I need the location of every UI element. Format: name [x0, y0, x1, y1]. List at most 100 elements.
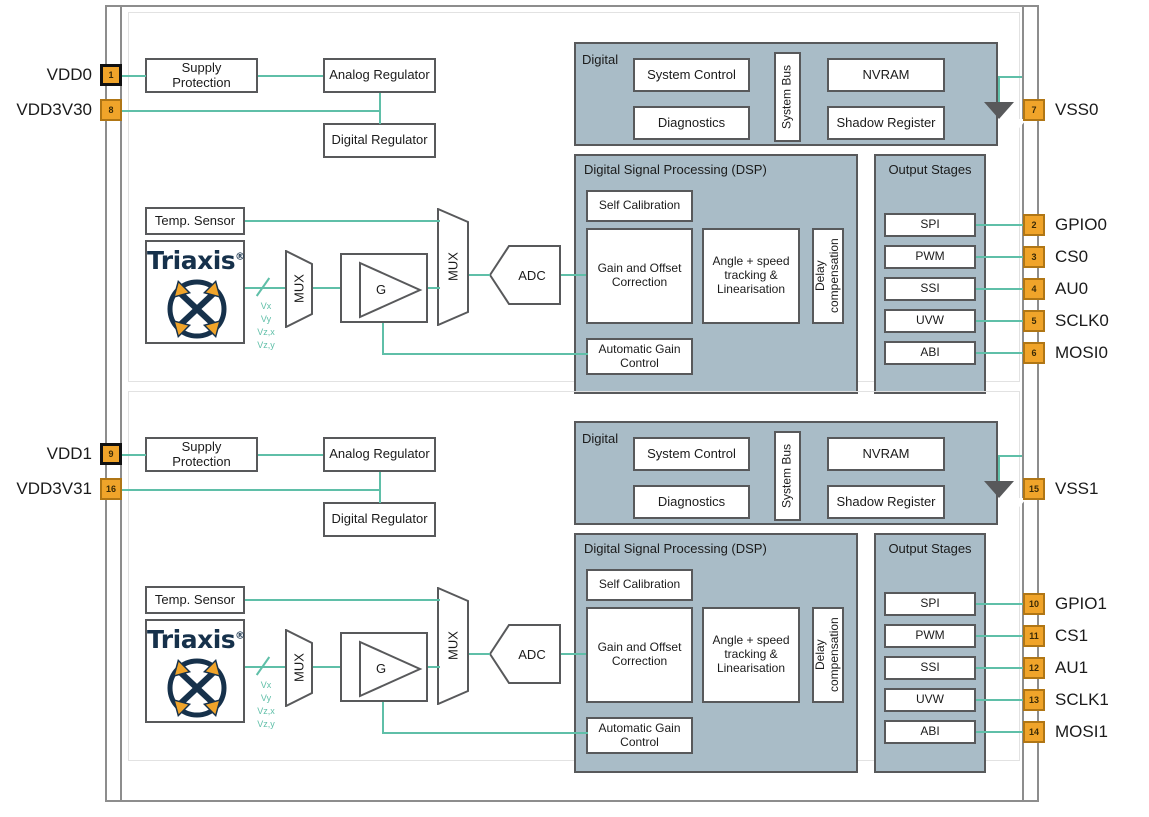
- channel-0-temp-sensor: Temp. Sensor: [145, 207, 245, 235]
- registered-trademark-icon: ®: [235, 630, 245, 642]
- channel-0-gain-offset-box: Gain and Offset Correction: [586, 228, 693, 324]
- channel-0-pin-7[interactable]: 7: [1023, 99, 1045, 121]
- channel-1-output-stage-abi: ABI: [884, 720, 976, 744]
- channel-1-pin-11[interactable]: 11: [1023, 625, 1045, 647]
- channel-1-amplifier-gain-label: G: [376, 661, 387, 676]
- channel-1-pin-14[interactable]: 14: [1023, 721, 1045, 743]
- channel-1-wire-areg-to-dreg: [379, 472, 381, 503]
- channel-0-wire-uvw-to-pin: [976, 320, 1023, 322]
- channel-0-wire-vdd3v3: [121, 110, 381, 112]
- channel-0-wire-pwm-to-pin: [976, 256, 1023, 258]
- pin-rail-right: [1022, 5, 1024, 802]
- channel-1-pin-16[interactable]: 16: [100, 478, 122, 500]
- channel-0-pin-label-VDD0: VDD0: [46, 65, 92, 84]
- channel-0-analog-regulator: Analog Regulator: [323, 58, 436, 93]
- channel-0-mux-2-label: MUX: [445, 252, 461, 282]
- channel-1-adc-block: ADC: [488, 624, 561, 684]
- channel-1-angle-speed-box: Angle + speed tracking & Linearisation: [702, 607, 800, 703]
- channel-1-pin-12[interactable]: 12: [1023, 657, 1045, 679]
- channel-0-wire-areg-to-dreg: [379, 93, 381, 124]
- channel-0-triaxis-sensor-block: Triaxis®: [145, 240, 245, 344]
- channel-0-signal-name: Vz,x: [257, 327, 275, 338]
- channel-0-pin-label-CS0: CS0: [1055, 247, 1089, 266]
- channel-0-pin-label-VSS0: VSS0: [1055, 100, 1099, 119]
- channel-1-digital-panel-title: Digital: [582, 431, 619, 446]
- channel-1-supply-protection: Supply Protection: [145, 437, 258, 472]
- channel-0-pin-4[interactable]: 4: [1023, 278, 1045, 300]
- channel-0-delay-compensation-box: Delay compensation: [812, 228, 844, 324]
- channel-0-pin-3[interactable]: 3: [1023, 246, 1045, 268]
- channel-1-pin-label-VDD3V31: VDD3V31: [16, 479, 92, 498]
- channel-1-wire-temp-to-mux2: [245, 599, 440, 601]
- channel-0-output-stage-uvw: UVW: [884, 309, 976, 333]
- channel-1-output-stage-spi: SPI: [884, 592, 976, 616]
- channel-0-pin-label-AU0: AU0: [1055, 279, 1089, 298]
- channel-1-mux-1-label: MUX: [291, 653, 307, 683]
- channel-1-system-control-box: System Control: [633, 437, 750, 471]
- channel-1-wire-mux1-to-amp: [313, 666, 340, 668]
- channel-0-dsp-panel-title: Digital Signal Processing (DSP): [584, 162, 767, 177]
- registered-trademark-icon: ®: [235, 251, 245, 263]
- channel-0-mux-2: MUX: [437, 208, 469, 326]
- channel-0-pin-label-SCLK0: SCLK0: [1055, 311, 1109, 330]
- channel-0-output-stage-ssi: SSI: [884, 277, 976, 301]
- channel-0-digital-regulator: Digital Regulator: [323, 123, 436, 158]
- channel-1-pin-label-VDD1: VDD1: [46, 444, 92, 463]
- channel-1-pin-13[interactable]: 13: [1023, 689, 1045, 711]
- channel-0-nvram-box: NVRAM: [827, 58, 945, 92]
- channel-0-angle-speed-box: Angle + speed tracking & Linearisation: [702, 228, 800, 324]
- channel-1-wire-amp-to-mux2: [428, 666, 440, 668]
- channel-1-pin-10[interactable]: 10: [1023, 593, 1045, 615]
- channel-0-system-bus-box: System Bus: [774, 52, 801, 142]
- channel-0-signal-name: Vy: [260, 314, 272, 325]
- channel-1-wire-vdd3v3: [121, 489, 381, 491]
- channel-0-wire-digital-to-vss: [998, 76, 1022, 78]
- channel-0-shadow-register-box: Shadow Register: [827, 106, 945, 140]
- triaxis-logo-text: Triaxis: [147, 246, 236, 275]
- channel-0-output-stage-abi: ABI: [884, 341, 976, 365]
- channel-0-wire-temp-to-mux2: [245, 220, 440, 222]
- channel-1-wire-digital-to-vss: [998, 455, 1022, 457]
- channel-1-gain-offset-box: Gain and Offset Correction: [586, 607, 693, 703]
- channel-1-signal-name: Vy: [260, 693, 272, 704]
- channel-1-diagnostics-box: Diagnostics: [633, 485, 750, 519]
- channel-0-wire-amp-feedback-to-agc: [382, 353, 588, 355]
- channel-0-pin-label-MOSI0: MOSI0: [1055, 343, 1108, 362]
- channel-0-pin-2[interactable]: 2: [1023, 214, 1045, 236]
- channel-1-amplifier-triangle-icon: [359, 640, 423, 698]
- channel-1-wire-protection-to-areg: [258, 454, 323, 456]
- channel-1-pin-label-SCLK1: SCLK1: [1055, 690, 1109, 709]
- channel-1-delay-compensation-box: Delay compensation: [812, 607, 844, 703]
- channel-1-wire-pwm-to-pin: [976, 635, 1023, 637]
- channel-0-wire-protection-to-areg: [258, 75, 323, 77]
- channel-0-amplifier-gain-label: G: [376, 282, 387, 297]
- channel-0-agc-box: Automatic Gain Control: [586, 338, 693, 375]
- channel-1-wire-mux2-to-adc: [469, 653, 490, 655]
- channel-1-dsp-panel-title: Digital Signal Processing (DSP): [584, 541, 767, 556]
- channel-0-pin-8[interactable]: 8: [100, 99, 122, 121]
- channel-1-analog-regulator: Analog Regulator: [323, 437, 436, 472]
- channel-1-self-calibration-box: Self Calibration: [586, 569, 693, 601]
- triaxis-wordmark: Triaxis®: [147, 246, 245, 275]
- channel-0-wire-vdd-to-protection: [121, 75, 146, 77]
- channel-0-wire-amp-feedback-down: [382, 323, 384, 354]
- channel-0-output-stage-spi: SPI: [884, 213, 976, 237]
- channel-0-adc-block: ADC: [488, 245, 561, 305]
- channel-0-wire-mux2-to-adc: [469, 274, 490, 276]
- channel-0-ground-symbol-icon: [984, 102, 1027, 134]
- chip-package-outline: [105, 5, 1039, 802]
- channel-1-wire-amp-feedback-down: [382, 702, 384, 733]
- triaxis-crossed-arrows-icon: [167, 279, 227, 339]
- channel-1-pin-label-AU1: AU1: [1055, 658, 1089, 677]
- channel-0-pin-5[interactable]: 5: [1023, 310, 1045, 332]
- channel-1-pin-15[interactable]: 15: [1023, 478, 1045, 500]
- channel-0-pin-1[interactable]: 1: [100, 64, 122, 86]
- channel-0-signal-name: Vz,y: [257, 340, 275, 351]
- channel-0-pin-6[interactable]: 6: [1023, 342, 1045, 364]
- channel-1-pin-9[interactable]: 9: [100, 443, 122, 465]
- channel-0-digital-panel-title: Digital: [582, 52, 619, 67]
- channel-1-wire-abi-to-pin: [976, 731, 1023, 733]
- channel-1-temp-sensor: Temp. Sensor: [145, 586, 245, 614]
